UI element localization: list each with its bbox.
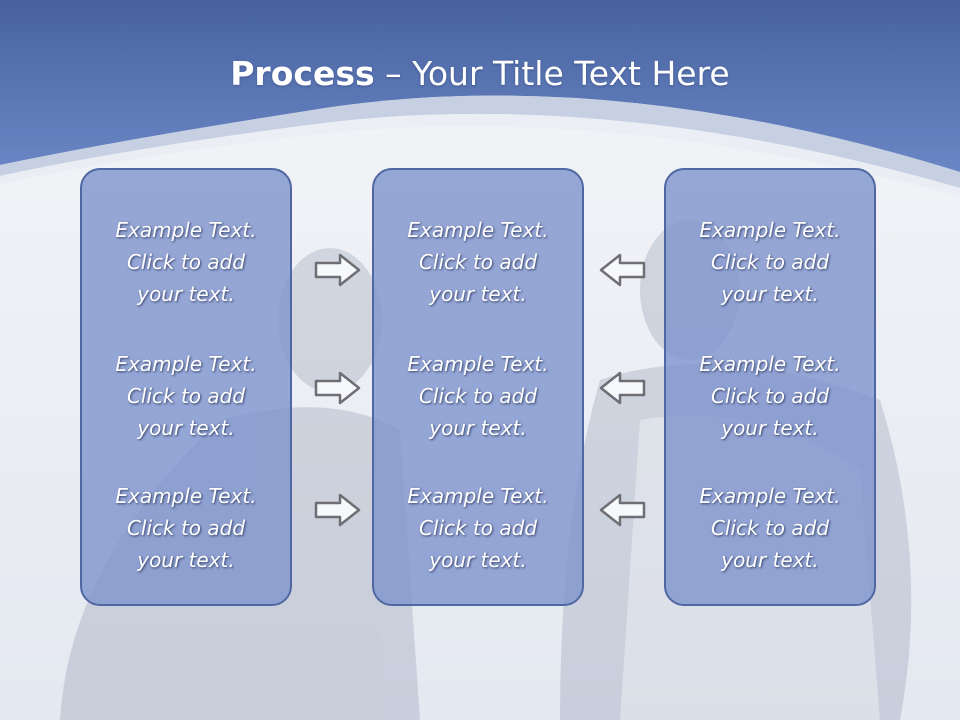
text-line: your text. (137, 548, 235, 572)
text-line: Example Text. (699, 218, 841, 242)
text-line: Example Text. (115, 218, 257, 242)
process-panel-left[interactable]: Example Text. Click to add your text. Ex… (80, 168, 292, 606)
text-line: your text. (429, 416, 527, 440)
text-block[interactable]: Example Text. Click to add your text. (666, 214, 874, 310)
text-line: Example Text. (407, 484, 549, 508)
text-line: your text. (721, 282, 819, 306)
slide-title[interactable]: Process – Your Title Text Here (0, 52, 960, 96)
text-line: Click to add (710, 250, 830, 274)
text-line: your text. (429, 548, 527, 572)
title-rest: – Your Title Text Here (374, 54, 730, 93)
left-arrow-icon (599, 493, 646, 527)
text-line: Click to add (126, 384, 246, 408)
text-line: Click to add (418, 384, 538, 408)
text-line: Example Text. (699, 352, 841, 376)
left-arrow-icon (599, 253, 646, 287)
text-block[interactable]: Example Text. Click to add your text. (82, 348, 290, 444)
text-line: Example Text. (407, 352, 549, 376)
title-bold: Process (230, 54, 375, 93)
text-line: Click to add (126, 250, 246, 274)
right-arrow-icon (314, 253, 361, 287)
right-arrow-icon (314, 371, 361, 405)
right-arrow-icon (314, 493, 361, 527)
text-line: Click to add (710, 516, 830, 540)
left-arrow-icon (599, 371, 646, 405)
text-line: Example Text. (115, 484, 257, 508)
text-line: your text. (137, 416, 235, 440)
text-block[interactable]: Example Text. Click to add your text. (666, 348, 874, 444)
text-block[interactable]: Example Text. Click to add your text. (666, 480, 874, 576)
text-block[interactable]: Example Text. Click to add your text. (82, 480, 290, 576)
process-panel-right[interactable]: Example Text. Click to add your text. Ex… (664, 168, 876, 606)
text-line: Click to add (418, 516, 538, 540)
text-line: Click to add (418, 250, 538, 274)
text-block[interactable]: Example Text. Click to add your text. (82, 214, 290, 310)
process-panel-center[interactable]: Example Text. Click to add your text. Ex… (372, 168, 584, 606)
text-line: your text. (721, 416, 819, 440)
text-line: Example Text. (699, 484, 841, 508)
text-line: your text. (721, 548, 819, 572)
text-block[interactable]: Example Text. Click to add your text. (374, 348, 582, 444)
text-line: Example Text. (407, 218, 549, 242)
text-line: your text. (429, 282, 527, 306)
text-line: Click to add (710, 384, 830, 408)
text-line: your text. (137, 282, 235, 306)
text-line: Click to add (126, 516, 246, 540)
text-block[interactable]: Example Text. Click to add your text. (374, 480, 582, 576)
text-line: Example Text. (115, 352, 257, 376)
text-block[interactable]: Example Text. Click to add your text. (374, 214, 582, 310)
